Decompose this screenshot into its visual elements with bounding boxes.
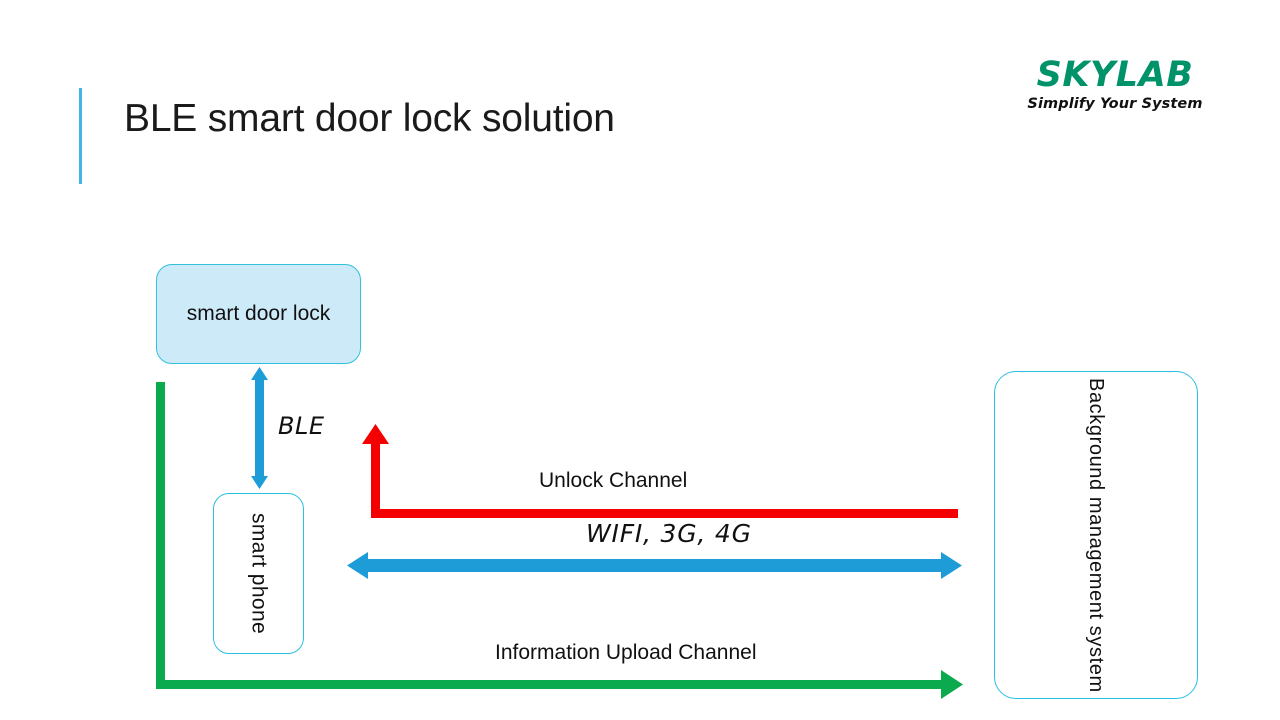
connector-wireless-link bbox=[347, 552, 962, 579]
label-wifi-3g-4g: WIFI, 3G, 4G bbox=[586, 519, 752, 548]
node-background-management-system-label: Background management system bbox=[1085, 377, 1107, 693]
label-unlock-channel: Unlock Channel bbox=[539, 469, 688, 492]
node-smart-door-lock-label: smart door lock bbox=[186, 302, 331, 325]
node-smart-door-lock[interactable]: smart door lock bbox=[156, 264, 361, 364]
skylab-logo: SKYLAB Simplify Your System bbox=[1020, 57, 1210, 114]
node-background-management-system[interactable]: Background management system bbox=[994, 371, 1198, 699]
brand-wordmark: SKYLAB bbox=[1036, 55, 1194, 95]
brand-tagline: Simplify Your System bbox=[1027, 96, 1203, 112]
label-ble: BLE bbox=[278, 412, 325, 440]
page-title: BLE smart door lock solution bbox=[124, 97, 615, 140]
connector-ble-link bbox=[251, 367, 268, 489]
node-smart-phone-label: smart phone bbox=[247, 512, 271, 635]
label-information-upload-channel: Information Upload Channel bbox=[495, 641, 757, 664]
node-smart-phone[interactable]: smart phone bbox=[213, 493, 304, 654]
title-accent-bar bbox=[79, 88, 82, 184]
